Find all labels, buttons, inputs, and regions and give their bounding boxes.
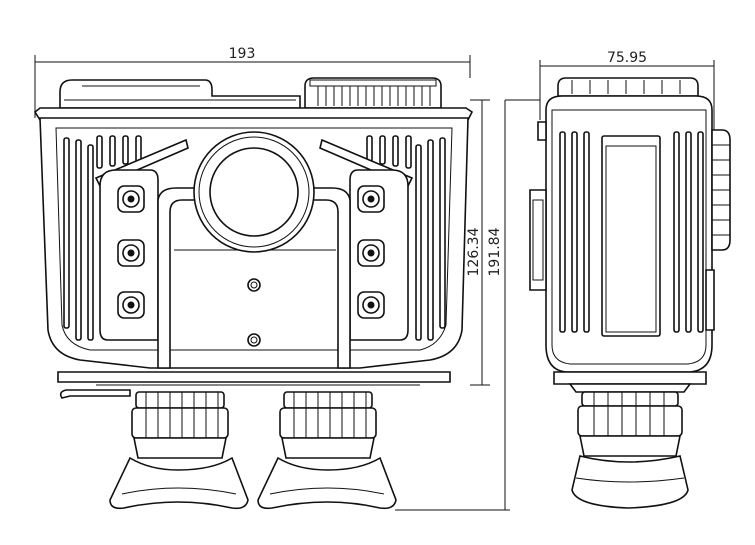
bottom-plate	[57, 371, 451, 383]
focus-knob	[304, 77, 442, 109]
side-eyepiece	[571, 391, 689, 509]
eyepiece-right	[257, 391, 397, 510]
eyepiece-left	[109, 391, 249, 510]
side-top-knob	[557, 77, 699, 97]
dim-body-height-label: 126.34	[466, 227, 482, 276]
vent-slots-right	[366, 135, 446, 341]
side-battery-cover	[601, 135, 661, 337]
screw-holes	[247, 278, 261, 347]
dimension-body-height: 126.34	[466, 99, 490, 386]
vent-slots-left	[63, 135, 142, 341]
led-array-right	[357, 185, 385, 319]
side-port-panel	[529, 189, 547, 291]
front-view	[33, 77, 474, 510]
dimension-total-height: 191.84	[395, 99, 540, 511]
eyecup-left	[109, 456, 249, 510]
dimension-front-width: 193	[34, 46, 471, 118]
dim-side-width-label: 75.95	[607, 50, 647, 66]
dim-total-height-label: 191.84	[487, 227, 503, 276]
top-cover	[59, 79, 301, 109]
objective-lens	[193, 131, 315, 253]
side-vent-slots	[559, 131, 704, 333]
dim-front-width-label: 193	[229, 46, 256, 62]
strap-clip	[59, 389, 131, 399]
side-view	[529, 77, 731, 509]
eyecup-right	[257, 456, 397, 510]
led-array-left	[117, 185, 145, 319]
dimension-side-width: 75.95	[539, 50, 715, 130]
